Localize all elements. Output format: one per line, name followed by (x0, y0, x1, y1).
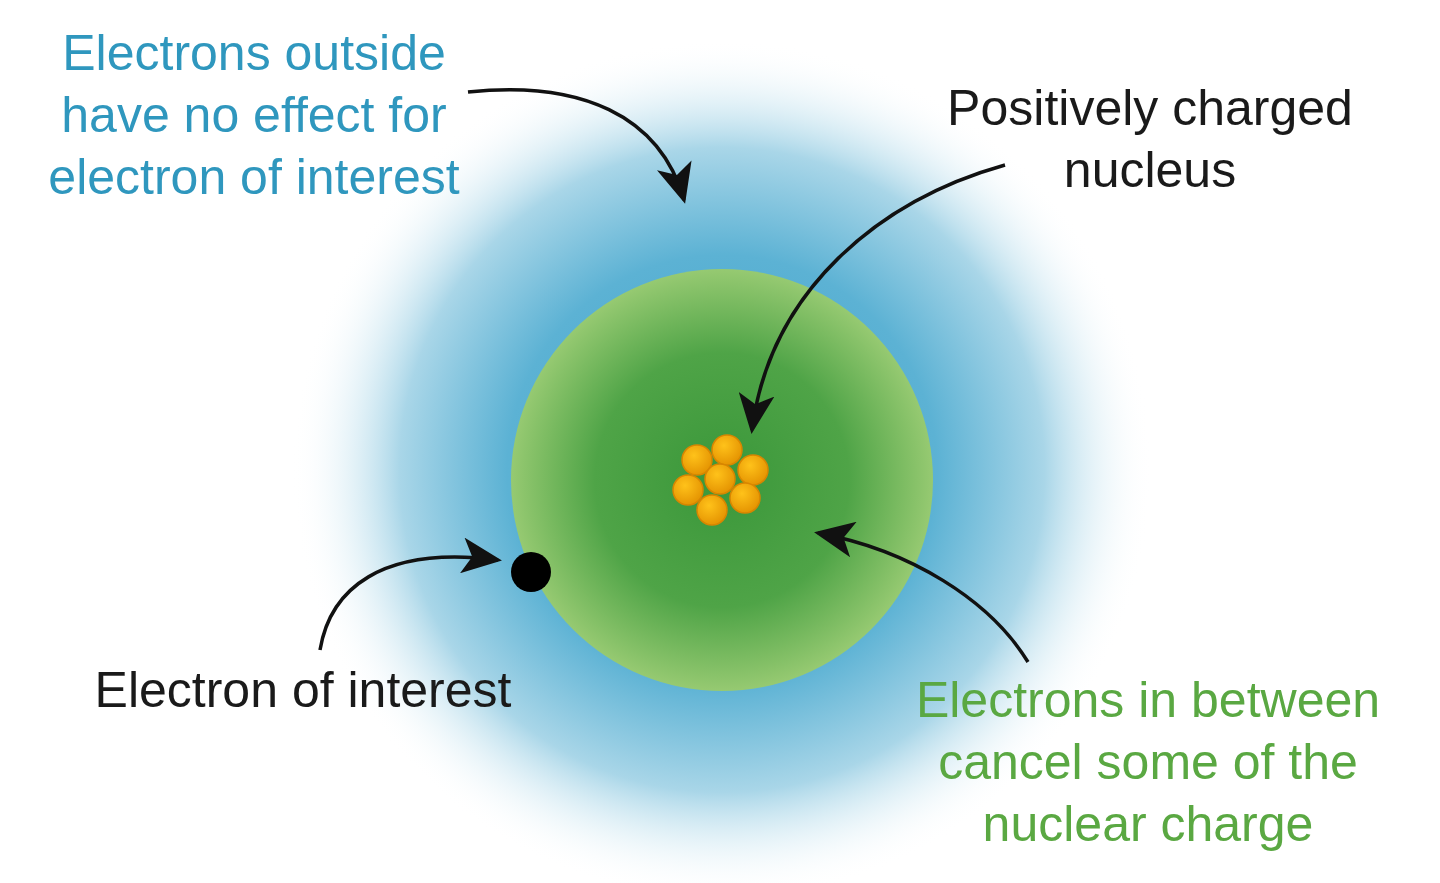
callout-label: Positively charged nucleus (925, 77, 1375, 201)
callout-label: Electrons outside have no effect for ele… (4, 22, 504, 208)
callout-label: Electron of interest (68, 659, 538, 721)
inner-electron-cloud (511, 269, 933, 691)
nucleus (673, 435, 768, 525)
callout-label: Electrons in between cancel some of the … (898, 669, 1398, 855)
electron-dot (511, 552, 551, 592)
